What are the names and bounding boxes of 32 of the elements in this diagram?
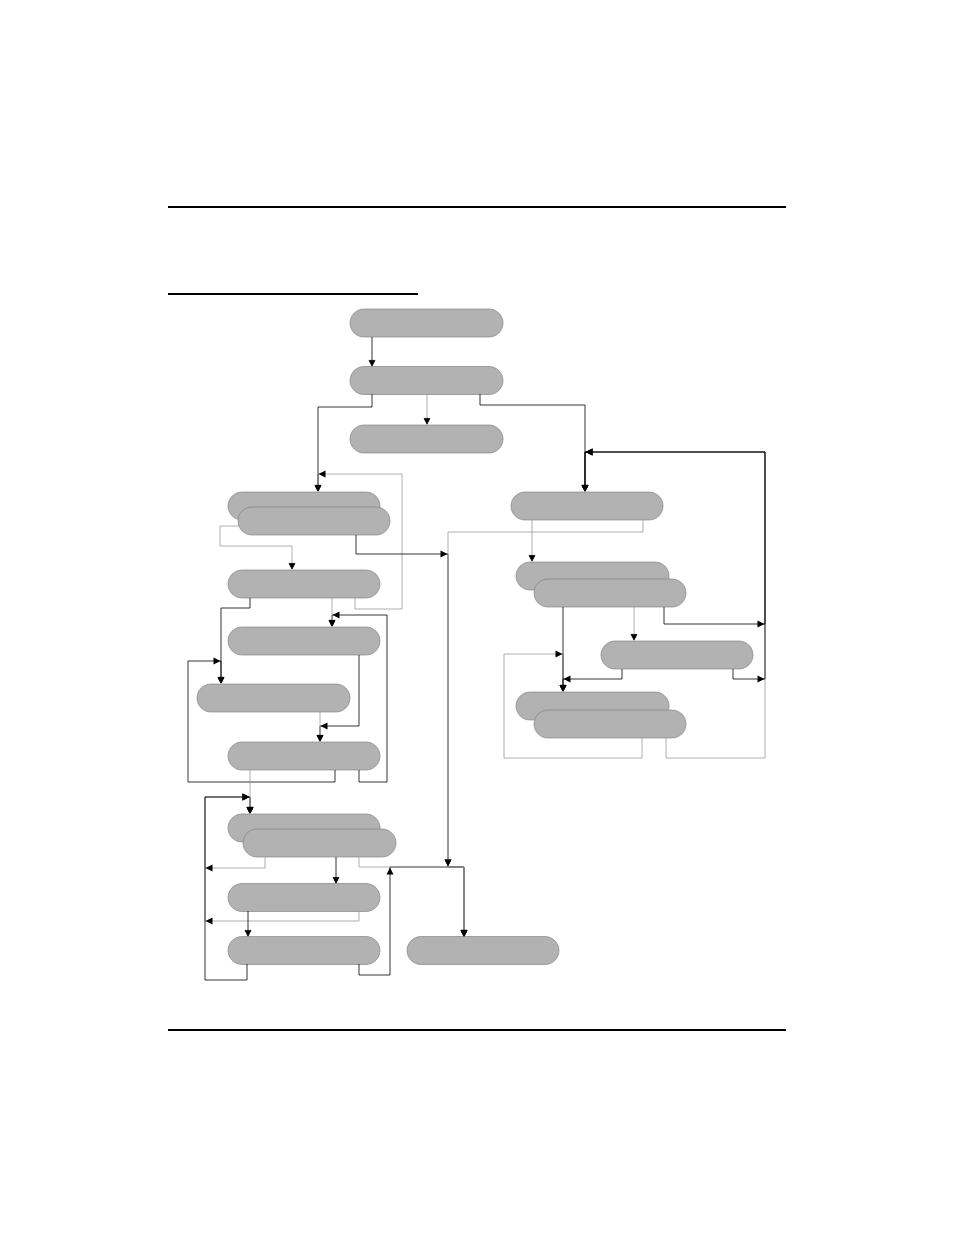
rounded-box (227, 741, 381, 771)
rounded-box (227, 936, 381, 965)
arrow (581, 448, 766, 683)
arrow (332, 856, 340, 884)
rounded-box (600, 640, 754, 670)
arrow (358, 856, 468, 937)
rounded-box (533, 709, 687, 739)
arrow (503, 650, 643, 759)
rounded-box (510, 491, 664, 521)
rounded-box (349, 366, 504, 395)
arrow (528, 519, 536, 562)
rounded-box (406, 936, 560, 965)
rounded-box (349, 308, 504, 338)
rounded-box (227, 883, 381, 912)
rounded-box (227, 569, 381, 599)
arrow (314, 393, 373, 492)
arrow (244, 910, 252, 937)
arrow (316, 711, 324, 742)
rounded-box (349, 424, 504, 454)
rounded-box (237, 506, 391, 536)
rounded-box (533, 578, 687, 608)
arrow (246, 769, 254, 814)
arrow (219, 525, 296, 570)
arrow (423, 393, 431, 425)
arrow (187, 657, 336, 783)
rounded-box (196, 683, 351, 713)
arrow (559, 668, 623, 692)
arrow (328, 597, 336, 627)
arrow (368, 336, 376, 367)
rounded-box (227, 626, 381, 656)
rounded-box (242, 828, 397, 858)
arrow (630, 606, 638, 641)
